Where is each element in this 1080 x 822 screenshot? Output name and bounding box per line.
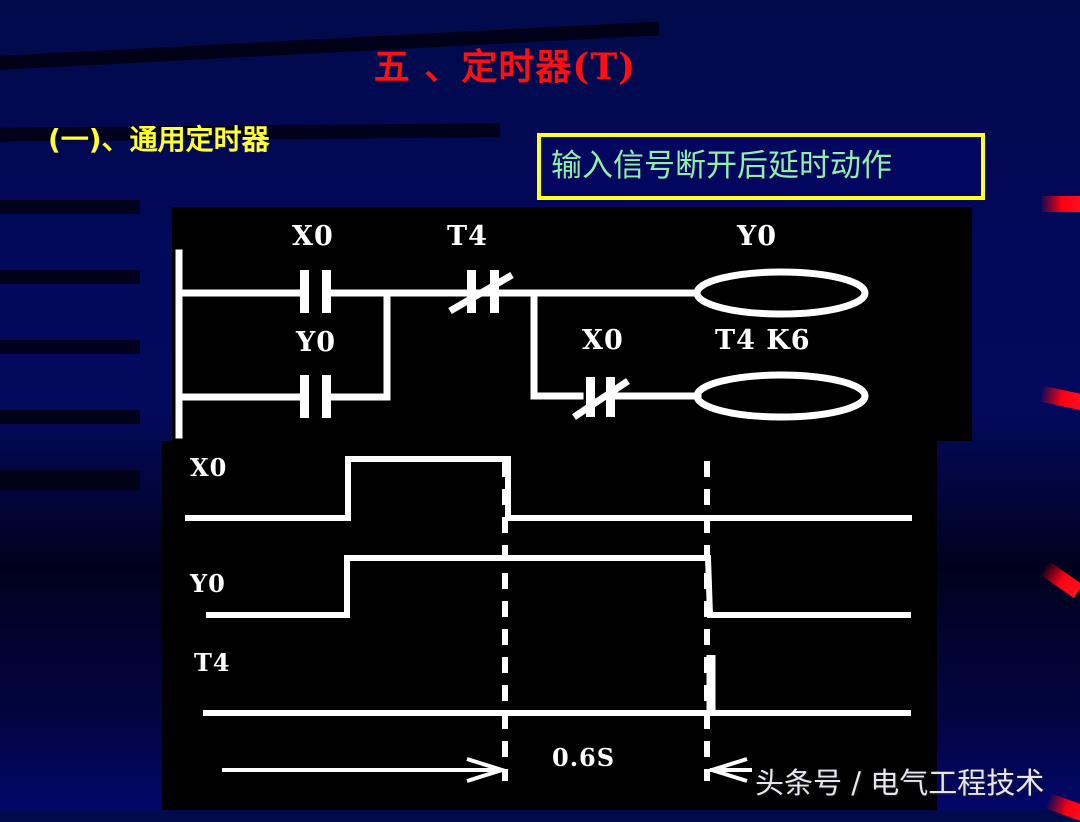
ladder-lines — [175, 249, 869, 439]
note-box: 输入信号断开后延时动作 — [537, 133, 985, 200]
section-subtitle: (一)、通用定时器 — [48, 123, 270, 156]
label-timing-y0: Y0 — [190, 569, 226, 598]
accent-mark — [1040, 386, 1080, 410]
label-t4-coil: T4 K6 — [715, 325, 811, 356]
x0-waveform — [185, 456, 912, 521]
y0-waveform — [206, 555, 911, 618]
accent-mark — [1042, 196, 1080, 212]
x0-nc-contact — [572, 377, 630, 420]
t4-nc-contact — [448, 270, 514, 315]
watermark: 头条号 / 电气工程技术 — [755, 766, 1045, 800]
ladder-diagram: X0 T4 Y0 Y0 X0 T4 K6 — [172, 207, 972, 441]
y0-no-contact — [300, 375, 331, 418]
interval-label: 0.6S — [552, 743, 616, 772]
label-t4-contact: T4 — [447, 221, 488, 252]
x0-no-contact — [300, 270, 331, 313]
slide-title: 五 、定时器(T) — [373, 46, 637, 88]
accent-mark — [1046, 793, 1080, 822]
label-timing-t4: T4 — [194, 648, 231, 677]
background-stripe — [0, 470, 140, 490]
background-stripe — [0, 270, 140, 284]
background-stripe — [0, 200, 140, 214]
y0-coil — [693, 268, 869, 318]
timing-diagram: X0 Y0 T4 0.6S — [162, 441, 937, 810]
timing-lines — [185, 456, 912, 783]
label-timing-x0: X0 — [190, 453, 228, 482]
label-x0-nc-contact: X0 — [582, 325, 624, 356]
background-stripe — [0, 340, 140, 354]
label-y0-contact: Y0 — [296, 327, 337, 358]
background-stripe — [0, 410, 140, 424]
label-x0-contact: X0 — [292, 221, 334, 252]
label-y0-coil: Y0 — [737, 221, 778, 252]
accent-mark — [1041, 561, 1080, 599]
t4-coil — [693, 371, 869, 421]
